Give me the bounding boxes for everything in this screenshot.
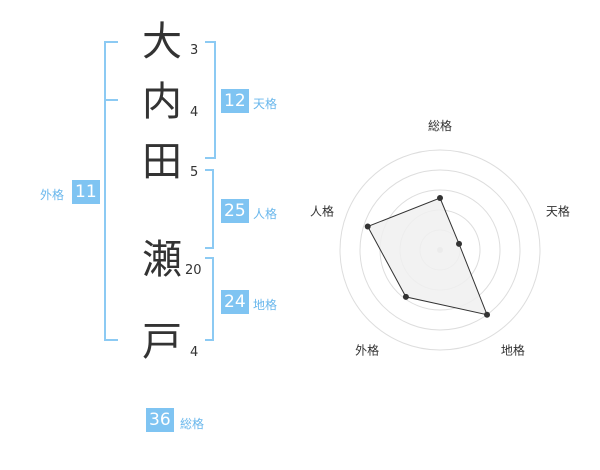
- radar-polygon: [367, 197, 488, 316]
- stroke-count-2: 4: [190, 105, 199, 120]
- radar-point-4: [364, 223, 371, 230]
- name-char-4: 瀬: [142, 237, 182, 283]
- stroke-count-5: 4: [190, 345, 199, 360]
- radar-axis-label-2: 地格: [501, 342, 525, 357]
- tenkaku-label: 天格: [253, 97, 278, 111]
- bracket-chikaku: [205, 257, 214, 341]
- bracket-tenkaku: [205, 41, 216, 159]
- stroke-count-4: 20: [185, 263, 202, 278]
- chikaku-label: 地格: [253, 298, 278, 312]
- gaikaku-value-badge: 11: [72, 180, 100, 204]
- radar-point-3: [402, 293, 409, 300]
- bracket-gaikaku: [104, 41, 118, 341]
- tenkaku-value-badge: 12: [221, 89, 249, 113]
- soukaku-value-badge: 36: [146, 408, 174, 432]
- jinkaku-value-badge: 25: [221, 199, 249, 223]
- radar-point-2: [484, 311, 491, 318]
- radar-point-1: [456, 240, 463, 247]
- name-char-3: 田: [142, 139, 182, 185]
- gaikaku-label: 外格: [40, 188, 65, 202]
- radar-axis-label-3: 外格: [355, 342, 379, 357]
- radar-ring: [339, 149, 541, 351]
- name-char-1: 大: [142, 19, 182, 65]
- soukaku-label: 総格: [180, 417, 205, 431]
- radar-point-0: [437, 195, 443, 201]
- stroke-count-3: 5: [190, 165, 199, 180]
- name-char-5: 戸: [142, 319, 182, 365]
- chikaku-value-badge: 24: [221, 290, 249, 314]
- radar-axis-label-1: 天格: [546, 204, 570, 219]
- radar-ring: [359, 169, 521, 331]
- radar-axis-label-4: 人格: [310, 204, 334, 219]
- stroke-count-1: 3: [190, 43, 199, 58]
- bracket-jinkaku: [205, 169, 214, 249]
- jinkaku-label: 人格: [253, 207, 278, 221]
- name-char-2: 内: [142, 79, 182, 125]
- radar-axis-label-0: 総格: [428, 118, 452, 133]
